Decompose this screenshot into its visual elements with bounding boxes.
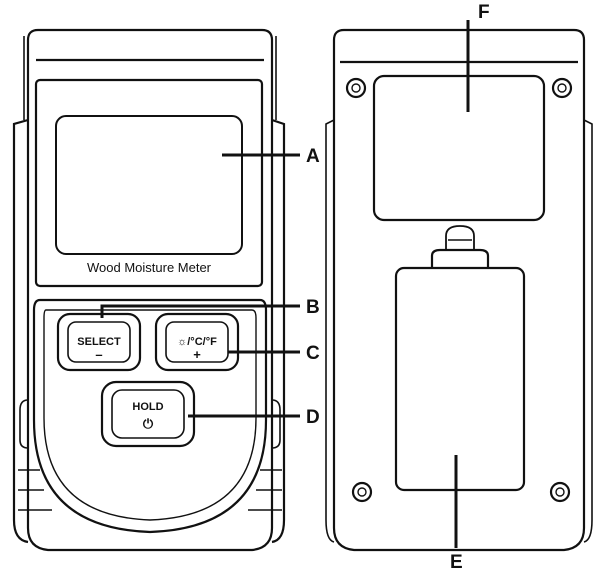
- mode-button-sub: +: [193, 347, 201, 362]
- callout-lines: [100, 20, 470, 548]
- callout-f: F: [478, 2, 490, 23]
- screw-top-left: [345, 77, 367, 99]
- battery-cover: [394, 266, 526, 492]
- front-right-grip: [271, 118, 286, 544]
- keypad-panel: [32, 298, 268, 534]
- battery-latch: [430, 225, 490, 268]
- front-view: [12, 28, 286, 552]
- callout-e: E: [450, 552, 463, 572]
- callout-line-b: [100, 304, 300, 318]
- select-button-sub: –: [95, 347, 102, 362]
- keypad-inner-curve: [43, 309, 257, 521]
- select-button[interactable]: [56, 312, 142, 372]
- mode-button[interactable]: [154, 312, 240, 372]
- hold-button[interactable]: [100, 380, 196, 448]
- callout-d: D: [306, 407, 320, 428]
- select-button-label: SELECT: [77, 336, 121, 348]
- front-housing-outline: [26, 28, 274, 552]
- right-bottom-ribs: [248, 469, 282, 511]
- callout-a: A: [306, 146, 320, 167]
- left-bottom-ribs: [18, 469, 52, 511]
- front-left-grip: [12, 118, 29, 544]
- screw-bottom-right: [549, 481, 571, 503]
- hold-button-label: HOLD: [132, 401, 163, 413]
- lcd-screen: [55, 115, 243, 255]
- display-bezel: [34, 78, 264, 288]
- callout-b: B: [306, 297, 320, 318]
- back-housing-outline: [332, 28, 586, 552]
- mode-button-label: ☼/°C/°F: [177, 336, 217, 348]
- display-caption: Wood Moisture Meter: [87, 260, 212, 275]
- back-view: [325, 28, 593, 552]
- screw-top-right: [551, 77, 573, 99]
- callout-c: C: [306, 343, 320, 364]
- back-label-recess: [372, 74, 546, 222]
- screw-bottom-left: [351, 481, 373, 503]
- power-icon: ⏻: [143, 416, 154, 431]
